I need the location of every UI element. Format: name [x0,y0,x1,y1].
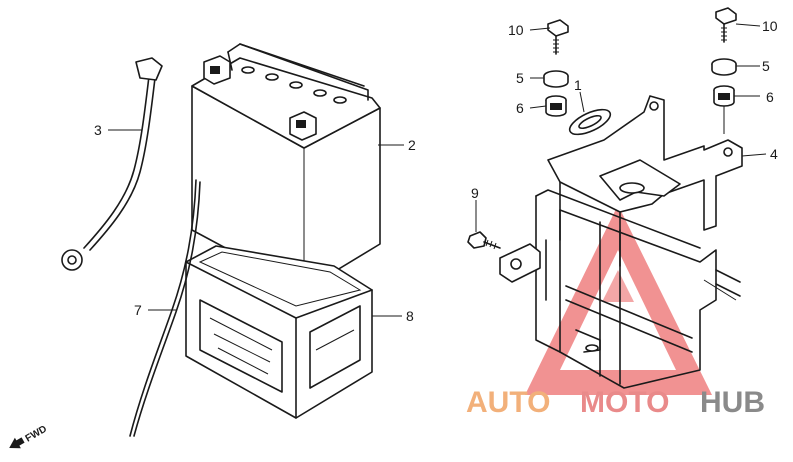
watermark-text: AUTO MOTO HUB [466,386,765,419]
callout-2: 2 [408,137,416,153]
callout-3: 3 [94,122,102,138]
callout-labels: 1 2 3 4 5 5 6 6 7 8 9 10 10 [94,18,778,324]
watermark-logo [525,205,712,395]
callout-6-right: 6 [766,89,774,105]
leader-lines [108,23,767,317]
callout-5-right: 5 [762,58,770,74]
battery [191,43,381,291]
fastener-stack-left [543,19,569,117]
callout-8: 8 [406,308,414,324]
fwd-label: FWD [24,424,49,445]
battery-holder-frame [499,189,741,389]
fastener-stack-right [711,7,737,134]
bolt-9 [467,231,501,250]
callout-4: 4 [770,146,778,162]
callout-5-left: 5 [516,70,524,86]
fwd-indicator: FWD [9,424,49,449]
watermark-auto: AUTO [466,386,550,419]
callout-10-right: 10 [762,18,778,34]
battery-case [185,245,373,419]
callout-10-left: 10 [508,22,524,38]
watermark-hub: HUB [700,386,765,419]
battery-cable [61,57,163,271]
callout-6-left: 6 [516,100,524,116]
callout-7: 7 [134,302,142,318]
callout-9: 9 [471,185,479,201]
grommet [568,108,612,136]
callout-1: 1 [574,77,582,93]
fwd-arrow-icon [9,437,25,449]
watermark-moto: MOTO [580,386,669,419]
